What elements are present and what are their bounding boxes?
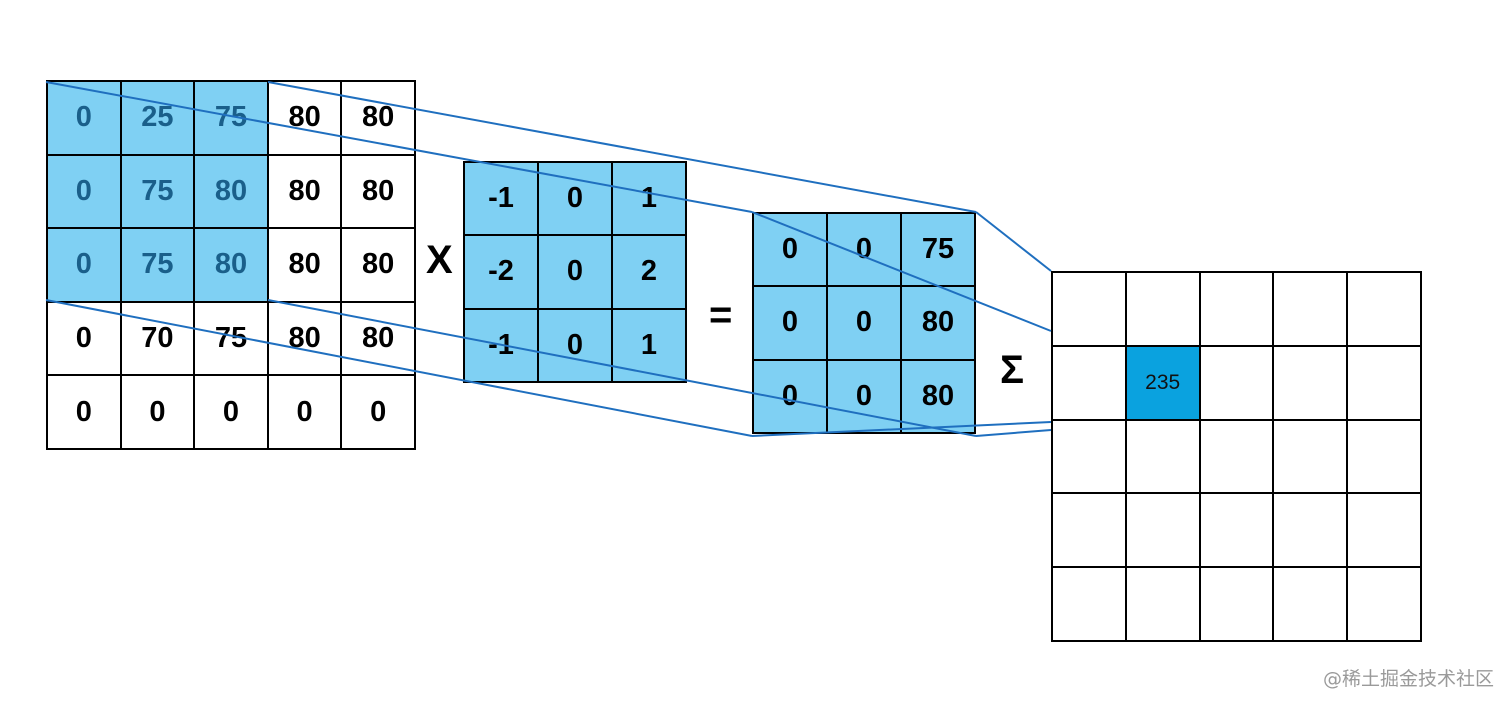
input-matrix-cell: 80 [342,229,416,303]
kernel-matrix-cell: 2 [613,236,687,310]
connector-line [975,429,1052,437]
input-matrix-cell: 80 [268,229,343,303]
output-matrix-cell [1126,494,1201,569]
sum-operator: Σ [1000,348,1025,392]
output-matrix-cell [1200,494,1275,569]
input-matrix-cell: 0 [268,376,343,450]
output-matrix-cell [1200,273,1275,347]
output-matrix-cell [1348,346,1422,421]
output-matrix-cell [1274,273,1349,347]
input-matrix-cell: 80 [342,155,416,230]
input-matrix-cell: 0 [48,155,122,230]
product-matrix-cell: 75 [902,214,976,288]
output-matrix-cell [1053,494,1127,569]
output-matrix-cell [1348,273,1422,347]
input-matrix-cell: 0 [342,376,416,450]
output-matrix-cell [1053,420,1127,495]
output-matrix-cell [1053,273,1127,347]
input-matrix-cell: 80 [268,155,343,230]
output-matrix-cell [1126,568,1201,642]
kernel-matrix-cell: 1 [613,309,687,383]
input-matrix-cell: 80 [195,229,269,303]
output-matrix-cell [1200,346,1275,421]
input-matrix-cell: 80 [195,155,269,230]
watermark-text: @稀土掘金技术社区 [1322,668,1494,690]
input-matrix-cell: 75 [195,302,269,377]
input-matrix-cell: 75 [121,155,196,230]
multiply-operator: X [426,238,453,282]
output-matrix-cell [1348,420,1422,495]
output-matrix-cell [1126,273,1201,347]
input-matrix-cell: 75 [121,229,196,303]
input-matrix-cell: 0 [48,376,122,450]
input-matrix-cell: 80 [268,302,343,377]
product-matrix-cell: 0 [754,214,828,288]
output-matrix-cell [1348,494,1422,569]
kernel-matrix-cell: 0 [539,236,613,310]
output-matrix-cell [1274,420,1349,495]
kernel-matrix-cell: -1 [465,309,539,383]
input-matrix-cell: 25 [121,82,196,156]
product-matrix-cell: 0 [754,360,828,434]
output-matrix-cell [1053,346,1127,421]
input-matrix-cell: 0 [195,376,269,450]
input-matrix-cell: 0 [48,82,122,156]
input-matrix-cell: 0 [48,302,122,377]
output-matrix-cell [1126,420,1201,495]
kernel-matrix-cell: 0 [539,309,613,383]
input-matrix-cell: 80 [342,82,416,156]
equals-operator: = [709,293,733,337]
kernel-matrix-cell: -1 [465,163,539,237]
product-matrix-cell: 0 [828,214,902,288]
product-matrix-cell: 80 [902,287,976,361]
output-matrix-cell [1053,568,1127,642]
product-matrix-cell: 80 [902,360,976,434]
output-matrix-cell [1274,568,1349,642]
product-matrix-cell: 0 [828,287,902,361]
input-matrix-cell: 80 [268,82,343,156]
connector-line [975,211,1052,272]
output-matrix-cell [1274,494,1349,569]
output-matrix-cell [1200,420,1275,495]
kernel-matrix-cell: 0 [539,163,613,237]
output-matrix-cell: 235 [1126,346,1201,421]
input-matrix-cell: 0 [48,229,122,303]
input-matrix-cell: 0 [121,376,196,450]
output-matrix-cell [1348,568,1422,642]
output-matrix-cell [1274,346,1349,421]
output-matrix-cell [1200,568,1275,642]
kernel-matrix-cell: 1 [613,163,687,237]
input-matrix-cell: 70 [121,302,196,377]
kernel-matrix-cell: -2 [465,236,539,310]
input-matrix-cell: 75 [195,82,269,156]
input-matrix-cell: 80 [342,302,416,377]
product-matrix-cell: 0 [754,287,828,361]
output-matrix: 235 [1051,271,1422,642]
product-matrix-cell: 0 [828,360,902,434]
